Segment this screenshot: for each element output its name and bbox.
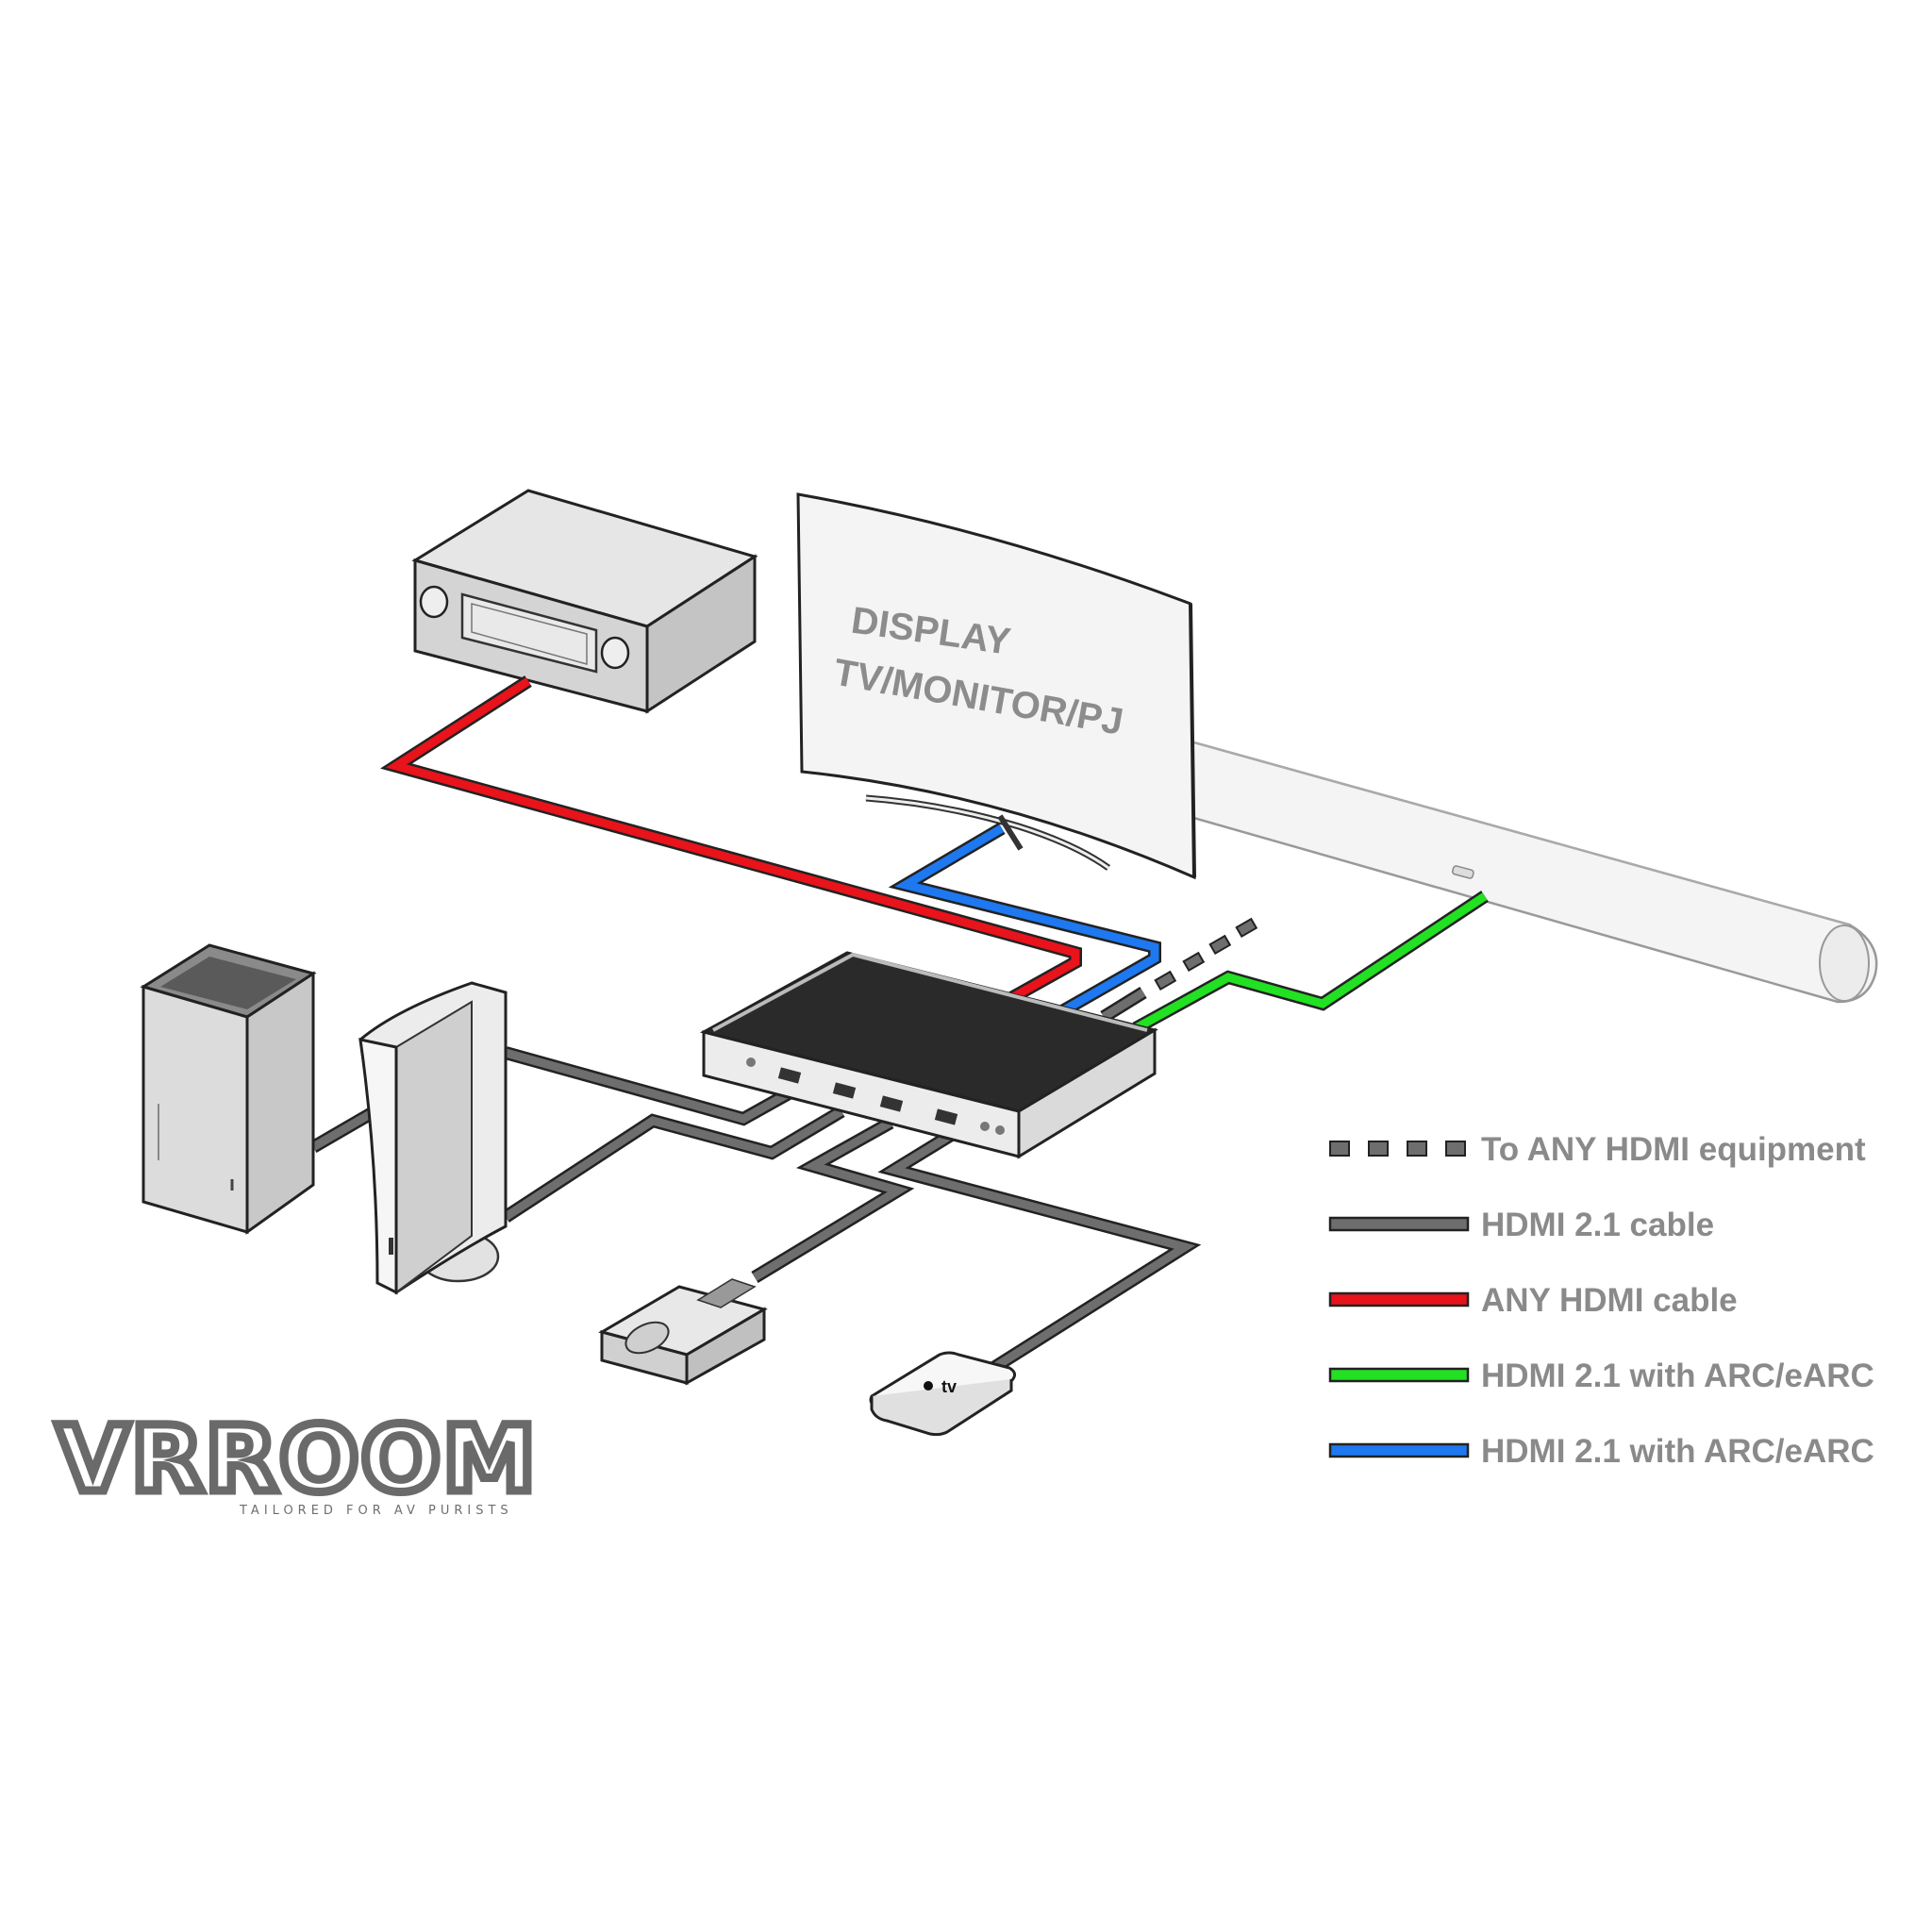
graphics-card <box>598 1278 768 1386</box>
legend-item: ANY HDMI cable <box>1328 1282 1738 1319</box>
legend-swatch-dash <box>1445 1141 1466 1157</box>
legend-label: HDMI 2.1 with ARC/eARC <box>1481 1357 1874 1394</box>
legend-label: ANY HDMI cable <box>1481 1282 1738 1319</box>
legend-swatch <box>1328 1442 1470 1458</box>
hdmi-switch <box>699 951 1158 1159</box>
legend-label: To ANY HDMI equipment <box>1481 1131 1866 1168</box>
playstation-console <box>358 981 508 1295</box>
legend-item: To ANY HDMI equipment <box>1329 1131 1866 1168</box>
hdmi-input-ports <box>746 1058 1005 1135</box>
legend-item: HDMI 2.1 with ARC/eARC <box>1328 1433 1874 1470</box>
legend-swatch <box>1328 1291 1470 1307</box>
legend-label: HDMI 2.1 cable <box>1481 1207 1714 1243</box>
logo-tagline: TAILORED FOR AV PURISTS <box>239 1504 513 1518</box>
apple-tv: tv <box>869 1351 1016 1437</box>
av-receiver <box>411 489 758 714</box>
soundbar <box>1189 740 1878 1004</box>
legend-label: HDMI 2.1 with ARC/eARC <box>1481 1433 1874 1470</box>
apple-tv-label: tv <box>941 1377 957 1396</box>
cable-red <box>380 675 1082 1005</box>
legend-item: HDMI 2.1 cable <box>1328 1207 1714 1243</box>
logo-wordmark: VRROOM <box>57 1407 538 1512</box>
cable-blue <box>888 822 1161 1018</box>
legend-swatch-dash <box>1407 1141 1427 1157</box>
xbox-console <box>140 943 317 1235</box>
dashed-output-cable <box>1154 917 1258 991</box>
legend-swatch-dash <box>1368 1141 1389 1157</box>
brand-logo: VRROOM TAILORED FOR AV PURISTS <box>53 1403 541 1519</box>
apple-logo-icon <box>924 1381 933 1391</box>
cable-gray-output <box>1100 987 1147 1023</box>
display: DISPLAY TV/MONITOR/PJ <box>796 492 1196 880</box>
legend-swatch-dash <box>1329 1141 1350 1157</box>
cable-gray-inputs <box>309 1046 1202 1375</box>
legend-item: HDMI 2.1 with ARC/eARC <box>1328 1357 1874 1394</box>
legend-swatch <box>1328 1216 1470 1232</box>
cable-green <box>1132 891 1489 1035</box>
legend-swatch <box>1328 1367 1470 1383</box>
